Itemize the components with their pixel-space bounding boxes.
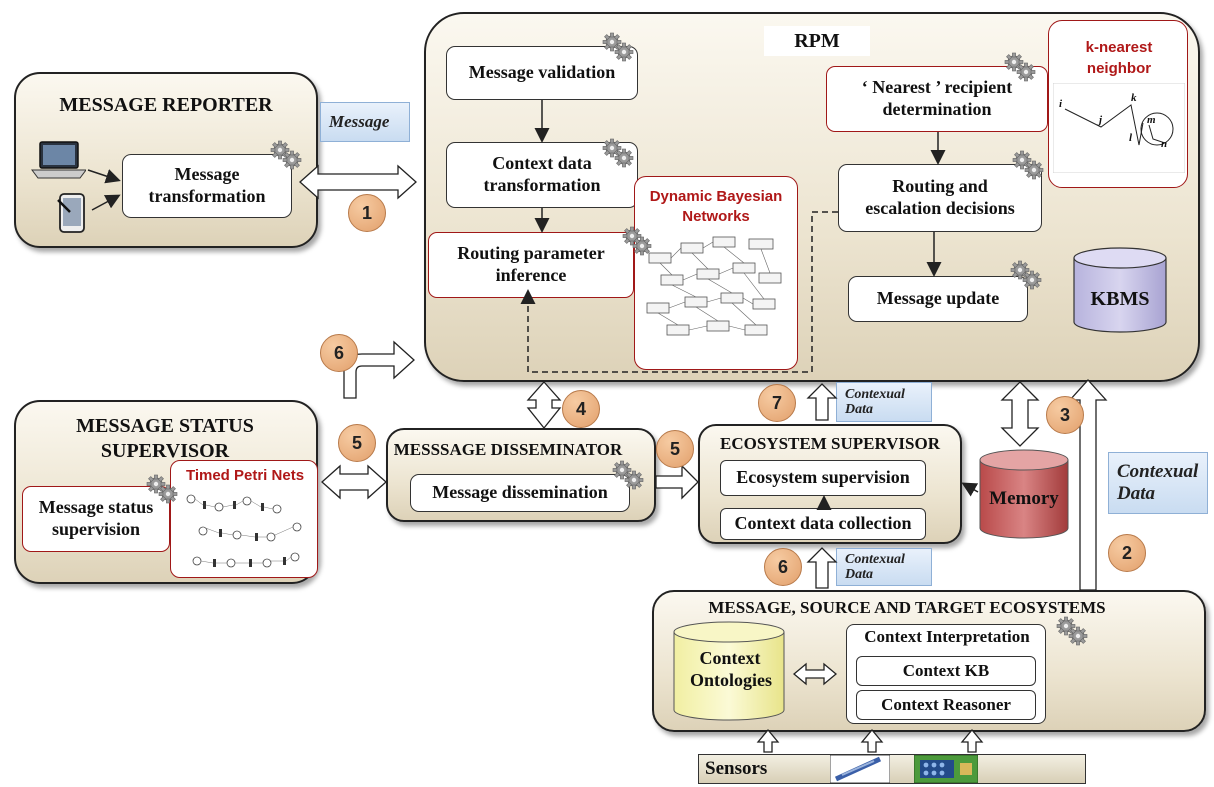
step-5-badge-right: 5 [656, 430, 694, 468]
knn-title: k-nearest neighbor [1085, 39, 1153, 77]
context-ontologies-label: Context Ontologies [690, 648, 773, 690]
message-reporter-title: MESSAGE REPORTER [59, 94, 273, 116]
laptop-icon [31, 141, 86, 179]
sensors-label: Sensors [705, 758, 768, 779]
sensor-probe-icon [830, 755, 890, 783]
message-note-label: Message [329, 112, 390, 131]
contextual-note-7-l2: Data [845, 402, 873, 417]
message-transformation-box: Message transformation [122, 154, 292, 218]
sensors-bar: Sensors [698, 754, 1086, 784]
tablet-icon [57, 193, 85, 233]
rpm-title: RPM [794, 29, 840, 52]
svg-text:n: n [1161, 138, 1167, 150]
contextual-data-note-7: Contexual Data [836, 382, 932, 422]
disseminator-title: MESSSAGE DISSEMINATOR [393, 440, 623, 459]
dbn-card: Dynamic Bayesian Networks [634, 176, 798, 370]
step-4-badge: 4 [562, 390, 600, 428]
context-data-collection-box: Context data collection [720, 508, 926, 540]
routing-escalation-box: Routing and escalation decisions [838, 164, 1042, 232]
contextual-note-large-l2: Data [1117, 483, 1155, 504]
rpm-title-box: RPM [764, 26, 870, 56]
contextual-note-6-l2: Data [845, 567, 873, 582]
contextual-data-note-6: Contexual Data [836, 548, 932, 586]
status-supervisor-title: MESSAGE STATUS SUPERVISOR [76, 415, 254, 462]
ecosystems-title: MESSAGE, SOURCE AND TARGET ECOSYSTEMS [708, 598, 1106, 617]
dbn-title: Dynamic Bayesian Networks [649, 188, 783, 225]
step-6-badge-left: 6 [320, 334, 358, 372]
step-3-badge: 3 [1046, 396, 1084, 434]
contextual-note-large-l1: Contexual [1117, 461, 1199, 482]
petri-title: Timed Petri Nets [185, 467, 305, 484]
kbms-label: KBMS [1090, 288, 1150, 310]
memory-label: Memory [989, 488, 1059, 509]
step-5-badge-left: 5 [338, 424, 376, 462]
memory-cylinder [979, 449, 1069, 539]
contextual-note-7-l1: Contexual [845, 386, 905, 402]
message-validation-box: Message validation [446, 46, 638, 100]
sensor-board-icon [914, 755, 978, 783]
step-1-badge: 1 [348, 194, 386, 232]
svg-text:l: l [1129, 132, 1133, 144]
step-2-badge: 2 [1108, 534, 1146, 572]
svg-text:i: i [1059, 98, 1063, 110]
nearest-recipient-box: ‘ Nearest ’ recipient determination [826, 66, 1048, 132]
svg-text:k: k [1131, 92, 1137, 104]
svg-text:j: j [1097, 114, 1103, 126]
gear-icons [146, 32, 1088, 646]
svg-text:m: m [1147, 114, 1156, 126]
message-update-box: Message update [848, 276, 1028, 322]
context-ontologies-cylinder [673, 621, 785, 721]
routing-parameter-inference-box: Routing parameter inference [428, 232, 634, 298]
contextual-note-6-l1: Contexual [845, 551, 905, 567]
context-interpretation-title: Context Interpretation [864, 627, 1030, 646]
petri-net-graphic [186, 494, 302, 568]
step-6-badge-bottom: 6 [764, 548, 802, 586]
message-note: Message [320, 102, 410, 142]
context-kb-box: Context KB [856, 656, 1036, 686]
petri-card: Timed Petri Nets [170, 460, 318, 578]
eco-supervisor-title: ECOSYSTEM SUPERVISOR [720, 434, 940, 453]
context-reasoner-box: Context Reasoner [856, 690, 1036, 720]
knn-graphic: i j k l mn [1053, 83, 1185, 173]
contextual-data-note-large: Contexual Data [1108, 452, 1208, 514]
step-7-badge: 7 [758, 384, 796, 422]
kbms-cylinder [1073, 247, 1167, 333]
message-dissemination-box: Message dissemination [410, 474, 630, 512]
message-status-supervision-box: Message status supervision [22, 486, 170, 552]
dbn-network-graphic [646, 236, 782, 336]
